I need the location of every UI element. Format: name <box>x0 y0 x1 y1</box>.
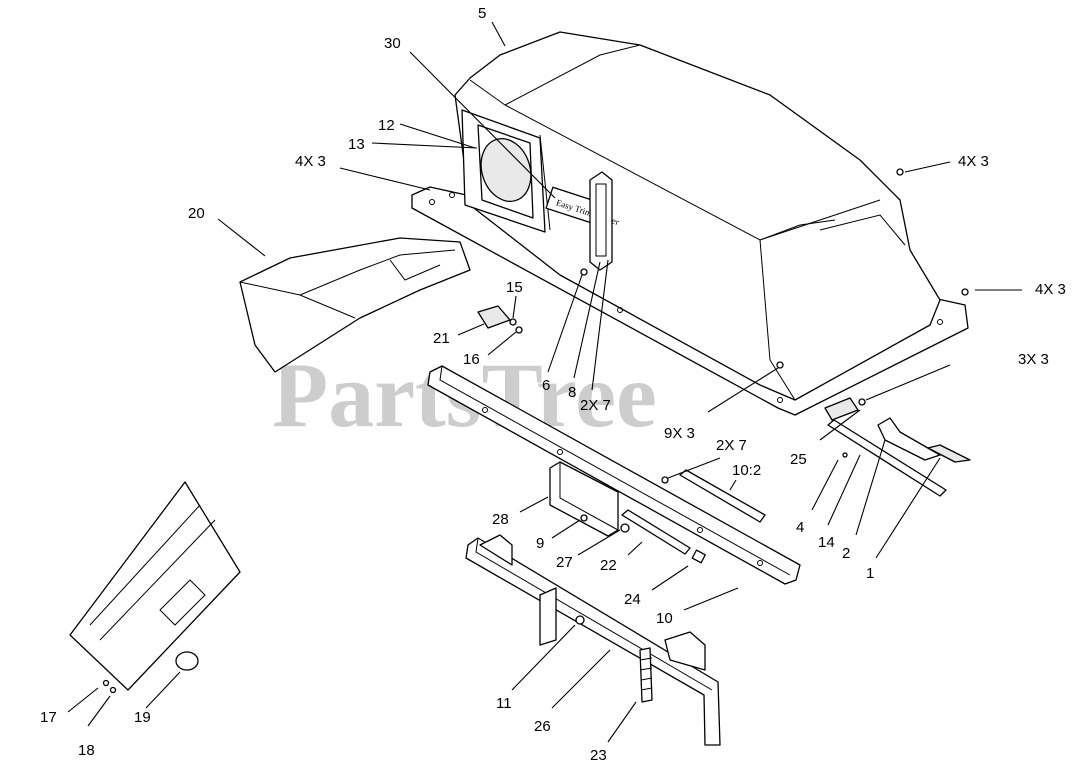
screw-part-17[interactable] <box>102 679 110 687</box>
bolt-part-4x3-top[interactable] <box>896 168 904 176</box>
callout-8: 8 <box>568 384 576 401</box>
bolt-part-3x3[interactable] <box>858 398 866 406</box>
callout-1: 1 <box>866 565 874 582</box>
mounting-bracket-part-10[interactable] <box>427 365 801 585</box>
callout-22: 22 <box>600 557 617 574</box>
callout-21: 21 <box>433 330 450 347</box>
nut-part-18[interactable] <box>109 686 117 694</box>
callout-28: 28 <box>492 511 509 528</box>
spring-part-23[interactable] <box>639 647 653 703</box>
screen-part-13[interactable] <box>473 132 538 208</box>
callout-15: 15 <box>506 279 523 296</box>
callout-2: 2 <box>842 545 850 562</box>
bolt-part-11[interactable] <box>575 615 585 625</box>
latch-handle-part-8[interactable] <box>589 171 613 271</box>
callout-2x7-mid: 2X 7 <box>716 437 747 454</box>
callout-6: 6 <box>542 377 550 394</box>
callout-11: 11 <box>496 695 512 712</box>
clip-part-25[interactable] <box>824 397 859 421</box>
callout-4x3-top-right: 4X 3 <box>958 153 989 170</box>
callout-23: 23 <box>590 747 607 764</box>
support-tube-part-26[interactable] <box>465 534 721 746</box>
plug-part-19[interactable] <box>175 651 199 671</box>
handle-part-1[interactable] <box>927 444 971 463</box>
callout-4x3-right: 4X 3 <box>1035 281 1066 298</box>
bag-panel[interactable] <box>69 481 241 691</box>
pin-part-15[interactable] <box>509 318 517 326</box>
callout-16: 16 <box>463 351 480 368</box>
rod-part-22[interactable] <box>621 509 691 555</box>
callout-9x3: 9X 3 <box>664 425 695 442</box>
bolt-part-4x3-right[interactable] <box>961 288 969 296</box>
callout-labels: 5 30 12 13 4X 3 4X 3 4X 3 3X 3 20 15 21 … <box>40 5 1066 764</box>
callout-17: 17 <box>40 709 57 726</box>
callout-18: 18 <box>78 742 95 759</box>
callout-20: 20 <box>188 205 205 222</box>
callout-5: 5 <box>478 5 486 22</box>
callout-4: 4 <box>796 519 804 536</box>
callout-19: 19 <box>134 709 151 726</box>
bolt-part-6[interactable] <box>580 268 588 276</box>
bolt-part-27[interactable] <box>620 523 630 533</box>
callout-10-2: 10:2 <box>732 462 761 479</box>
leader-lines <box>67 21 1022 743</box>
callout-24: 24 <box>624 591 641 608</box>
bushing-part-24[interactable] <box>691 549 706 564</box>
nut-part-2x7[interactable] <box>661 476 669 484</box>
washer-part-16[interactable] <box>515 326 523 334</box>
hinge-part-28[interactable] <box>549 461 619 537</box>
callout-25: 25 <box>790 451 807 468</box>
callout-14: 14 <box>818 534 835 551</box>
screw-part-9[interactable] <box>580 514 588 522</box>
callout-4x3-left: 4X 3 <box>295 153 326 170</box>
callout-26: 26 <box>534 718 551 735</box>
clip-part-4[interactable] <box>842 452 848 458</box>
callout-3x3: 3X 3 <box>1018 351 1049 368</box>
callout-2x7-top: 2X 7 <box>580 397 611 414</box>
callout-12: 12 <box>378 117 395 134</box>
callout-27: 27 <box>556 554 573 571</box>
rod-part-14[interactable] <box>827 419 947 497</box>
bolt-part-9x3[interactable] <box>776 361 784 369</box>
chute-part-20[interactable] <box>239 237 471 373</box>
callout-10: 10 <box>656 610 673 627</box>
bagger-housing-part-5[interactable] <box>411 31 969 416</box>
callout-9: 9 <box>536 535 544 552</box>
callout-30: 30 <box>384 35 401 52</box>
callout-13: 13 <box>348 136 365 153</box>
